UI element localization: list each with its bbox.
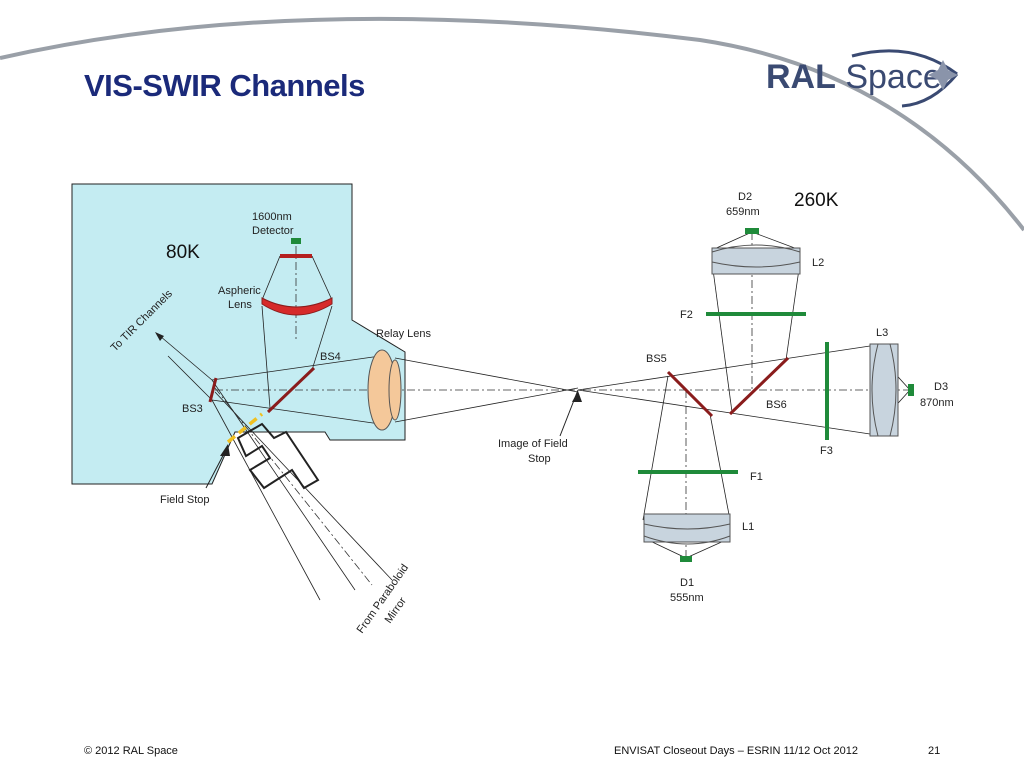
beam-ray (577, 389, 871, 435)
label-1600nm: 1600nm (252, 211, 292, 223)
tir-ray (167, 355, 213, 401)
label-relay-lens: Relay Lens (376, 328, 432, 340)
beam-ray (577, 345, 871, 391)
beam-ray (642, 375, 669, 521)
detector-d3 (908, 384, 914, 396)
beam-ray (647, 539, 687, 559)
beam-ray (751, 231, 801, 251)
input-ray (211, 379, 356, 591)
detector-d2 (745, 228, 759, 234)
label-d3: D3 (934, 381, 948, 393)
label-bs6: BS6 (766, 399, 787, 411)
beam-ray (311, 305, 333, 371)
logo-text-space: Space (835, 58, 942, 96)
detector-1600nm (291, 238, 301, 244)
baffle-housing (236, 422, 320, 490)
field-stop-arrowhead (220, 444, 230, 456)
relay-lens-element (388, 359, 402, 421)
input-axis (214, 387, 373, 586)
top-swoosh (0, 16, 1024, 232)
lens-l1-curve (643, 535, 731, 545)
lens-l1-curve (643, 523, 731, 530)
logo-text: RAL Space (766, 58, 942, 97)
label-f1: F1 (750, 471, 763, 483)
detector-d1 (680, 556, 692, 562)
beam-ray (311, 255, 333, 301)
beam-ray (394, 357, 579, 393)
lens-l3 (869, 343, 899, 437)
label-l2: L2 (812, 257, 824, 269)
footer-page-number: 21 (928, 745, 941, 757)
image-field-stop-arrowhead (572, 391, 582, 402)
lens-l3-curve (889, 343, 897, 437)
beam-ray (711, 261, 733, 413)
cold-box (71, 183, 406, 485)
beam-ray (685, 539, 727, 559)
tir-arrowhead (155, 332, 164, 341)
label-f2: F2 (680, 309, 693, 321)
label-bs5: BS5 (646, 353, 667, 365)
label-d2: D2 (738, 191, 752, 203)
beam-ray (211, 399, 381, 425)
footer-event: ENVISAT Closeout Days – ESRIN 11/12 Oct … (614, 745, 858, 757)
label-d1: D1 (680, 577, 694, 589)
beam-ray (261, 305, 271, 409)
label-l1: L1 (742, 521, 754, 533)
beam-ray (211, 355, 381, 381)
ral-space-logo: RAL Space (762, 44, 972, 114)
label-80k: 80K (166, 242, 200, 263)
footer-copyright: © 2012 RAL Space (84, 745, 178, 757)
beam-ray (785, 261, 801, 361)
logo-text-ral: RAL (766, 58, 836, 96)
bs6-mirror (728, 356, 790, 416)
lens-l2-curve (711, 244, 801, 253)
label-260k: 260K (794, 190, 839, 211)
slide-title: VIS-SWIR Channels (84, 68, 365, 103)
bs5-mirror (666, 370, 714, 418)
lens-l2 (711, 247, 801, 275)
label-detector: Detector (252, 225, 294, 237)
bs4-mirror (266, 366, 316, 414)
label-d2-wavelength: 659nm (726, 206, 760, 218)
aspheric-lens-element (261, 297, 333, 316)
beam-ray (394, 387, 579, 423)
label-l3: L3 (876, 327, 888, 339)
label-lens: Lens (228, 299, 252, 311)
field-stop-element (226, 412, 264, 444)
beam-ray (711, 231, 753, 251)
lens-l2-curve (711, 261, 801, 268)
label-image-field-stop: Image of Field (498, 438, 568, 450)
label-image-field-stop-2: Stop (528, 453, 551, 465)
label-f3: F3 (820, 445, 833, 457)
beam-ray (709, 413, 731, 521)
label-field-stop: Field Stop (160, 494, 210, 506)
beam-ray (261, 255, 281, 301)
logo-swoosh-icon (851, 49, 959, 108)
label-aspheric: Aspheric (218, 285, 261, 297)
label-d1-wavelength: 555nm (670, 592, 704, 604)
input-ray (211, 399, 321, 601)
label-bs4: BS4 (320, 351, 341, 363)
bs3-mirror (208, 377, 218, 403)
tir-ray (159, 335, 213, 381)
label-d3-wavelength: 870nm (920, 397, 954, 409)
label-bs3: BS3 (182, 403, 203, 415)
lens-l1 (643, 513, 731, 543)
lens-l3-curve (871, 343, 879, 437)
